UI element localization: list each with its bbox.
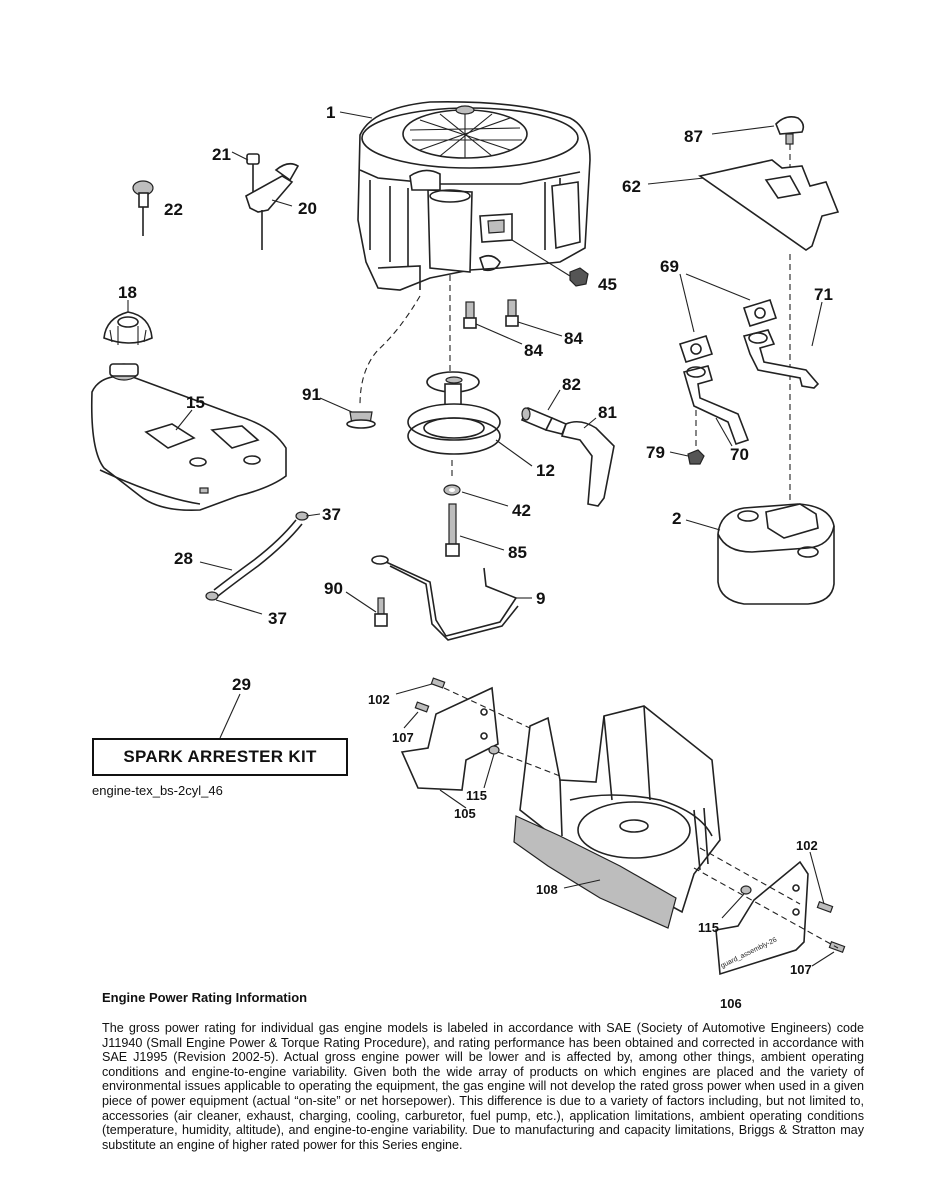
callout-106: 106: [720, 996, 742, 1011]
alignment-line: [693, 867, 839, 949]
callout-37-b: 37: [268, 609, 287, 628]
callout-18: 18: [118, 283, 137, 302]
alignment-line: [359, 295, 421, 406]
dipstick-tube-part: [245, 153, 300, 250]
callout-102-b: 102: [796, 838, 818, 853]
heat-shield-part: [698, 159, 840, 251]
fuel-cap-part: [103, 311, 153, 345]
alignment-line: [443, 687, 531, 729]
exhaust-pipe-part: [683, 329, 820, 446]
callout-115-b: 115: [698, 920, 719, 935]
callout-105: 105: [454, 806, 476, 821]
bolt-part: [463, 299, 519, 329]
callout-70: 70: [730, 445, 749, 464]
rating-title: Engine Power Rating Information: [102, 990, 308, 1005]
nut-part: [569, 267, 589, 287]
callout-37-a: 37: [322, 505, 341, 524]
callout-87: 87: [684, 127, 703, 146]
callout-90: 90: [324, 579, 343, 598]
bushing-part: [346, 411, 376, 429]
callout-84-b: 84: [564, 329, 583, 348]
callout-15: 15: [186, 393, 205, 412]
spark-arrester-kit-box: SPARK ARRESTER KIT: [92, 738, 348, 776]
callout-71: 71: [814, 285, 833, 304]
callout-12: 12: [536, 461, 555, 480]
figure-id: engine-tex_bs-2cyl_46: [92, 783, 223, 798]
callout-81: 81: [598, 403, 617, 422]
gasket-part: [678, 299, 778, 363]
fuel-tank-part: [90, 363, 287, 512]
callout-22: 22: [164, 200, 183, 219]
plug-part: [132, 180, 154, 236]
washer-hole: [449, 488, 455, 492]
callout-108: 108: [536, 882, 558, 897]
alignment-line: [497, 751, 561, 777]
callout-9: 9: [536, 589, 545, 608]
fuel-line-part: [205, 511, 309, 601]
callout-82: 82: [562, 375, 581, 394]
callout-28: 28: [174, 549, 193, 568]
callout-91: 91: [302, 385, 321, 404]
callout-29: 29: [232, 675, 251, 694]
rating-body: The gross power rating for individual ga…: [102, 1021, 864, 1152]
engine-part: [357, 101, 591, 291]
callout-20: 20: [298, 199, 317, 218]
bolt-part: [374, 597, 388, 627]
bolt-part: [445, 503, 460, 557]
knob-part: [775, 116, 805, 145]
rod-part: [371, 555, 519, 641]
callout-69: 69: [660, 257, 679, 276]
callout-107-b: 107: [790, 962, 812, 977]
callout-21: 21: [212, 145, 231, 164]
callout-84-a: 84: [524, 341, 543, 360]
muffler-part: [717, 503, 835, 605]
callout-42: 42: [512, 501, 531, 520]
callout-45: 45: [598, 275, 617, 294]
callout-107-a: 107: [392, 730, 414, 745]
callout-102-a: 102: [368, 692, 390, 707]
callout-85: 85: [508, 543, 527, 562]
alignment-line: [699, 847, 801, 905]
pulley-part: [407, 371, 501, 455]
bolt-part: [687, 449, 705, 465]
callout-2: 2: [672, 509, 681, 528]
callout-115-a: 115: [466, 788, 487, 803]
guard-assembly-part: guard_assembly-26: [400, 677, 846, 976]
callout-1: 1: [326, 103, 335, 122]
callout-79: 79: [646, 443, 665, 462]
callout-62: 62: [622, 177, 641, 196]
hose-part: [560, 420, 615, 507]
fitting-part: [520, 406, 568, 435]
